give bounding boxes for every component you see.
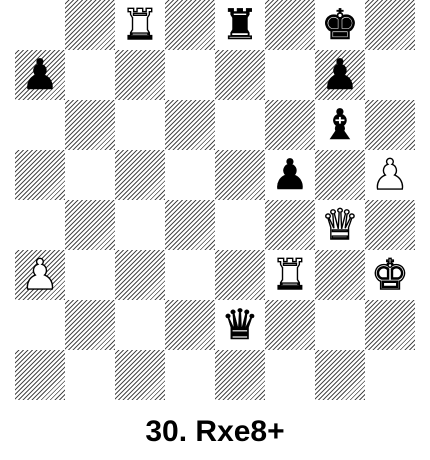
square-b8[interactable] xyxy=(65,0,115,50)
black-pawn-icon[interactable]: ♟ xyxy=(265,150,315,200)
square-a6[interactable] xyxy=(15,100,65,150)
square-h1[interactable] xyxy=(365,350,415,400)
white-king-icon[interactable]: ♚ xyxy=(365,250,415,300)
black-pawn-icon[interactable]: ♟ xyxy=(15,50,65,100)
square-c6[interactable] xyxy=(115,100,165,150)
square-c3[interactable] xyxy=(115,250,165,300)
square-c7[interactable] xyxy=(115,50,165,100)
square-f1[interactable] xyxy=(265,350,315,400)
square-f5[interactable]: ♟ xyxy=(265,150,315,200)
square-b7[interactable] xyxy=(65,50,115,100)
square-a8[interactable] xyxy=(15,0,65,50)
square-e7[interactable] xyxy=(215,50,265,100)
square-g1[interactable] xyxy=(315,350,365,400)
white-rook-icon[interactable]: ♜ xyxy=(265,250,315,300)
square-c1[interactable] xyxy=(115,350,165,400)
square-b6[interactable] xyxy=(65,100,115,150)
square-h6[interactable] xyxy=(365,100,415,150)
square-e4[interactable] xyxy=(215,200,265,250)
white-queen-icon[interactable]: ♛ xyxy=(315,200,365,250)
square-d1[interactable] xyxy=(165,350,215,400)
square-f3[interactable]: ♜ xyxy=(265,250,315,300)
square-a2[interactable] xyxy=(15,300,65,350)
square-a3[interactable]: ♟ xyxy=(15,250,65,300)
square-f2[interactable] xyxy=(265,300,315,350)
square-c4[interactable] xyxy=(115,200,165,250)
square-g3[interactable] xyxy=(315,250,365,300)
square-g7[interactable]: ♟ xyxy=(315,50,365,100)
white-rook-icon[interactable]: ♜ xyxy=(115,0,165,50)
square-d7[interactable] xyxy=(165,50,215,100)
square-e8[interactable]: ♜ xyxy=(215,0,265,50)
square-e6[interactable] xyxy=(215,100,265,150)
square-f7[interactable] xyxy=(265,50,315,100)
square-e5[interactable] xyxy=(215,150,265,200)
square-c2[interactable] xyxy=(115,300,165,350)
black-queen-icon[interactable]: ♛ xyxy=(215,300,265,350)
black-pawn-icon[interactable]: ♟ xyxy=(315,50,365,100)
square-b5[interactable] xyxy=(65,150,115,200)
square-h4[interactable] xyxy=(365,200,415,250)
square-b2[interactable] xyxy=(65,300,115,350)
white-pawn-icon[interactable]: ♟ xyxy=(15,250,65,300)
chess-board: ♜♜♚♟♟♝♟♟♛♟♜♚♛ xyxy=(15,0,415,400)
move-caption: 30. Rxe8+ xyxy=(0,410,430,454)
square-c8[interactable]: ♜ xyxy=(115,0,165,50)
square-d4[interactable] xyxy=(165,200,215,250)
square-g5[interactable] xyxy=(315,150,365,200)
square-f8[interactable] xyxy=(265,0,315,50)
square-h5[interactable]: ♟ xyxy=(365,150,415,200)
square-h2[interactable] xyxy=(365,300,415,350)
square-a5[interactable] xyxy=(15,150,65,200)
square-b3[interactable] xyxy=(65,250,115,300)
square-g8[interactable]: ♚ xyxy=(315,0,365,50)
square-g6[interactable]: ♝ xyxy=(315,100,365,150)
square-f4[interactable] xyxy=(265,200,315,250)
square-d3[interactable] xyxy=(165,250,215,300)
square-h8[interactable] xyxy=(365,0,415,50)
square-d6[interactable] xyxy=(165,100,215,150)
square-b1[interactable] xyxy=(65,350,115,400)
black-king-icon[interactable]: ♚ xyxy=(315,0,365,50)
square-e3[interactable] xyxy=(215,250,265,300)
square-d8[interactable] xyxy=(165,0,215,50)
square-c5[interactable] xyxy=(115,150,165,200)
square-a4[interactable] xyxy=(15,200,65,250)
square-g4[interactable]: ♛ xyxy=(315,200,365,250)
square-a7[interactable]: ♟ xyxy=(15,50,65,100)
square-f6[interactable] xyxy=(265,100,315,150)
square-g2[interactable] xyxy=(315,300,365,350)
square-e1[interactable] xyxy=(215,350,265,400)
square-a1[interactable] xyxy=(15,350,65,400)
square-e2[interactable]: ♛ xyxy=(215,300,265,350)
black-rook-icon[interactable]: ♜ xyxy=(215,0,265,50)
square-h3[interactable]: ♚ xyxy=(365,250,415,300)
square-d5[interactable] xyxy=(165,150,215,200)
square-h7[interactable] xyxy=(365,50,415,100)
square-b4[interactable] xyxy=(65,200,115,250)
white-pawn-icon[interactable]: ♟ xyxy=(365,150,415,200)
square-d2[interactable] xyxy=(165,300,215,350)
black-bishop-icon[interactable]: ♝ xyxy=(315,100,365,150)
